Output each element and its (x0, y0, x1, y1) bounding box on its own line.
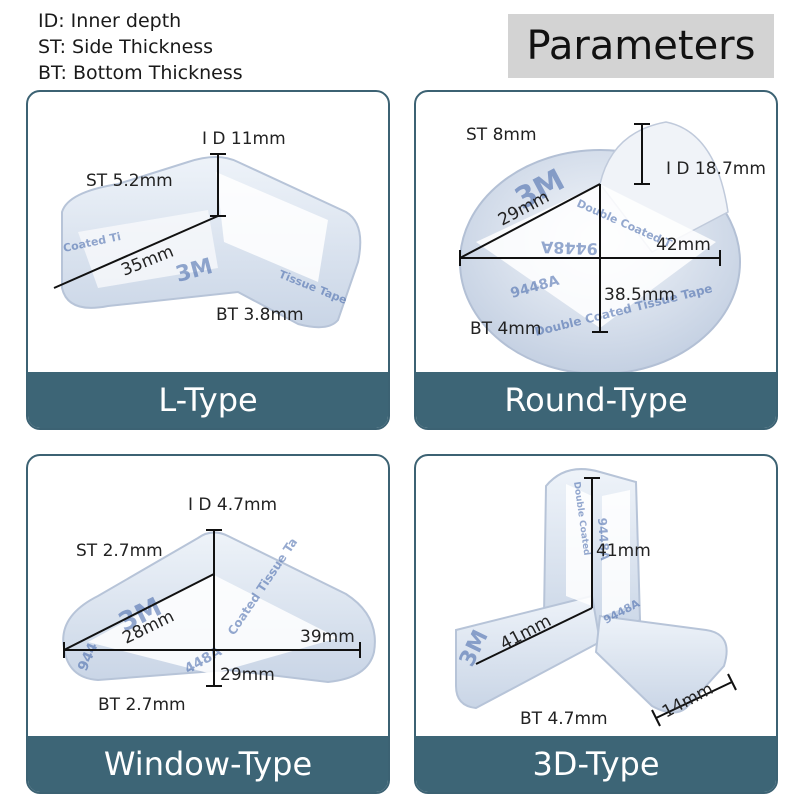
card-title-l-type: L-Type (28, 372, 388, 428)
card-3d-type: 9448A 9448A Double Coated 3M 41mm 41mm 1… (414, 454, 778, 794)
l-bt-label: BT 3.8mm (216, 305, 304, 325)
3d-right-arm (594, 614, 728, 714)
round-id-label: I D 18.7mm (666, 159, 766, 179)
3d-length-line (475, 607, 593, 665)
3d-type-illustration: 9448A 9448A Double Coated 3M 41mm 41mm 1… (455, 468, 737, 729)
3d-height-label: 41mm (596, 541, 651, 561)
3d-side-line (655, 681, 733, 719)
window-height-label: 29mm (220, 665, 275, 685)
round-tape-9448a: 9448A (540, 237, 598, 258)
l-tape-pad (216, 172, 328, 282)
window-bt-label: BT 2.7mm (98, 695, 186, 715)
window-id-label: I D 4.7mm (188, 495, 277, 515)
round-radius-line (459, 183, 601, 259)
card-round-type: 3M 9448A Double Coated T Double Coated T… (414, 90, 778, 430)
card-title-round-type: Round-Type (416, 372, 776, 428)
l-length-line (53, 215, 219, 289)
window-type-illustration: 3M Coated Tissue Ta 448A 944 I D 4.7mm S… (62, 495, 376, 715)
window-width-label: 39mm (300, 627, 355, 647)
round-bt-label: BT 4mm (470, 319, 541, 339)
l-id-label: I D 11mm (202, 129, 286, 149)
round-height-label: 38.5mm (604, 285, 675, 305)
3d-left-arm (455, 594, 602, 710)
window-diag-line (63, 573, 215, 651)
l-type-illustration: 3M Coated Ti Tissue Tape I D 11mm ST 5.2… (53, 129, 362, 329)
3d-tape-9448a-top: 9448A (595, 517, 612, 561)
round-width-label: 42mm (656, 235, 711, 255)
3d-bt-label: BT 4.7mm (520, 709, 608, 729)
window-st-label: ST 2.7mm (76, 541, 163, 561)
legend-st: ST: Side Thickness (38, 36, 214, 58)
l-st-label: ST 5.2mm (86, 171, 173, 191)
legend-bt: BT: Bottom Thickness (38, 62, 243, 84)
parameters-heading: Parameters (508, 14, 774, 78)
card-l-type: 3M Coated Ti Tissue Tape I D 11mm ST 5.2… (26, 90, 390, 430)
card-title-3d-type: 3D-Type (416, 736, 776, 792)
round-st-label: ST 8mm (466, 125, 537, 145)
legend-id: ID: Inner depth (38, 10, 182, 32)
round-type-illustration: 3M 9448A Double Coated T Double Coated T… (459, 121, 766, 375)
abbreviation-legend: ID: Inner depth ST: Side Thickness BT: B… (38, 8, 243, 86)
round-tape-pad (476, 184, 716, 328)
card-window-type: 3M Coated Tissue Ta 448A 944 I D 4.7mm S… (26, 454, 390, 794)
l-tape-pad-2 (78, 210, 218, 288)
card-title-window-type: Window-Type (28, 736, 388, 792)
